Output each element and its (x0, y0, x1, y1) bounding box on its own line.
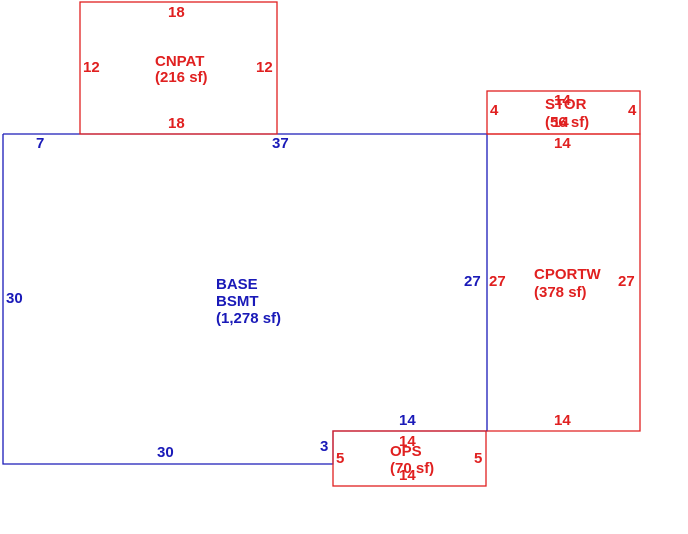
base-dim-notch-vertical: 3 (320, 438, 328, 455)
base-name: BASE (216, 276, 258, 293)
cportw-name: CPORTW (534, 266, 602, 283)
cnpat-dim-right: 12 (256, 59, 273, 76)
base-dim-right: 27 (464, 273, 481, 290)
cnpat-dim-top: 18 (168, 4, 185, 21)
cportw-outline (487, 133, 641, 432)
cnpat-outline (79, 1, 278, 135)
cportw-dim-right: 27 (618, 273, 635, 290)
cportw-dim-bottom: 14 (554, 412, 571, 429)
stor-area: (56 sf) (545, 114, 589, 131)
base-dim-notch-horizontal: 14 (399, 412, 416, 429)
stor-dim-top: 14 (554, 92, 571, 109)
base-dim-left: 30 (6, 290, 23, 307)
ops-name: OPS (390, 443, 422, 460)
cnpat-name: CNPAT (155, 53, 204, 70)
cportw-dim-left: 27 (489, 273, 506, 290)
base-dim-bottom: 30 (157, 444, 174, 461)
stor-name: STOR (545, 96, 587, 113)
cnpat-dim-bottom: 18 (168, 115, 185, 132)
ops-area: (70 sf) (390, 460, 434, 477)
base-dim-top-left: 7 (36, 135, 44, 152)
stor-dim-mid: 14 (552, 114, 569, 131)
base-dim-top-right: 37 (272, 135, 289, 152)
stor-dim-left: 4 (490, 102, 499, 119)
ops-dim-bottom: 14 (399, 467, 416, 484)
base-name-2: BSMT (216, 293, 259, 310)
cportw-dim-top: 14 (554, 135, 571, 152)
cnpat-area: (216 sf) (155, 69, 208, 86)
ops-outline (332, 430, 487, 487)
cportw-area: (378 sf) (534, 284, 587, 301)
base-area: (1,278 sf) (216, 310, 281, 327)
ops-dim-right: 5 (474, 450, 482, 467)
stor-dim-right: 4 (628, 102, 637, 119)
cnpat-dim-left: 12 (83, 59, 100, 76)
ops-dim-left: 5 (336, 450, 344, 467)
ops-dim-top: 14 (399, 433, 416, 450)
